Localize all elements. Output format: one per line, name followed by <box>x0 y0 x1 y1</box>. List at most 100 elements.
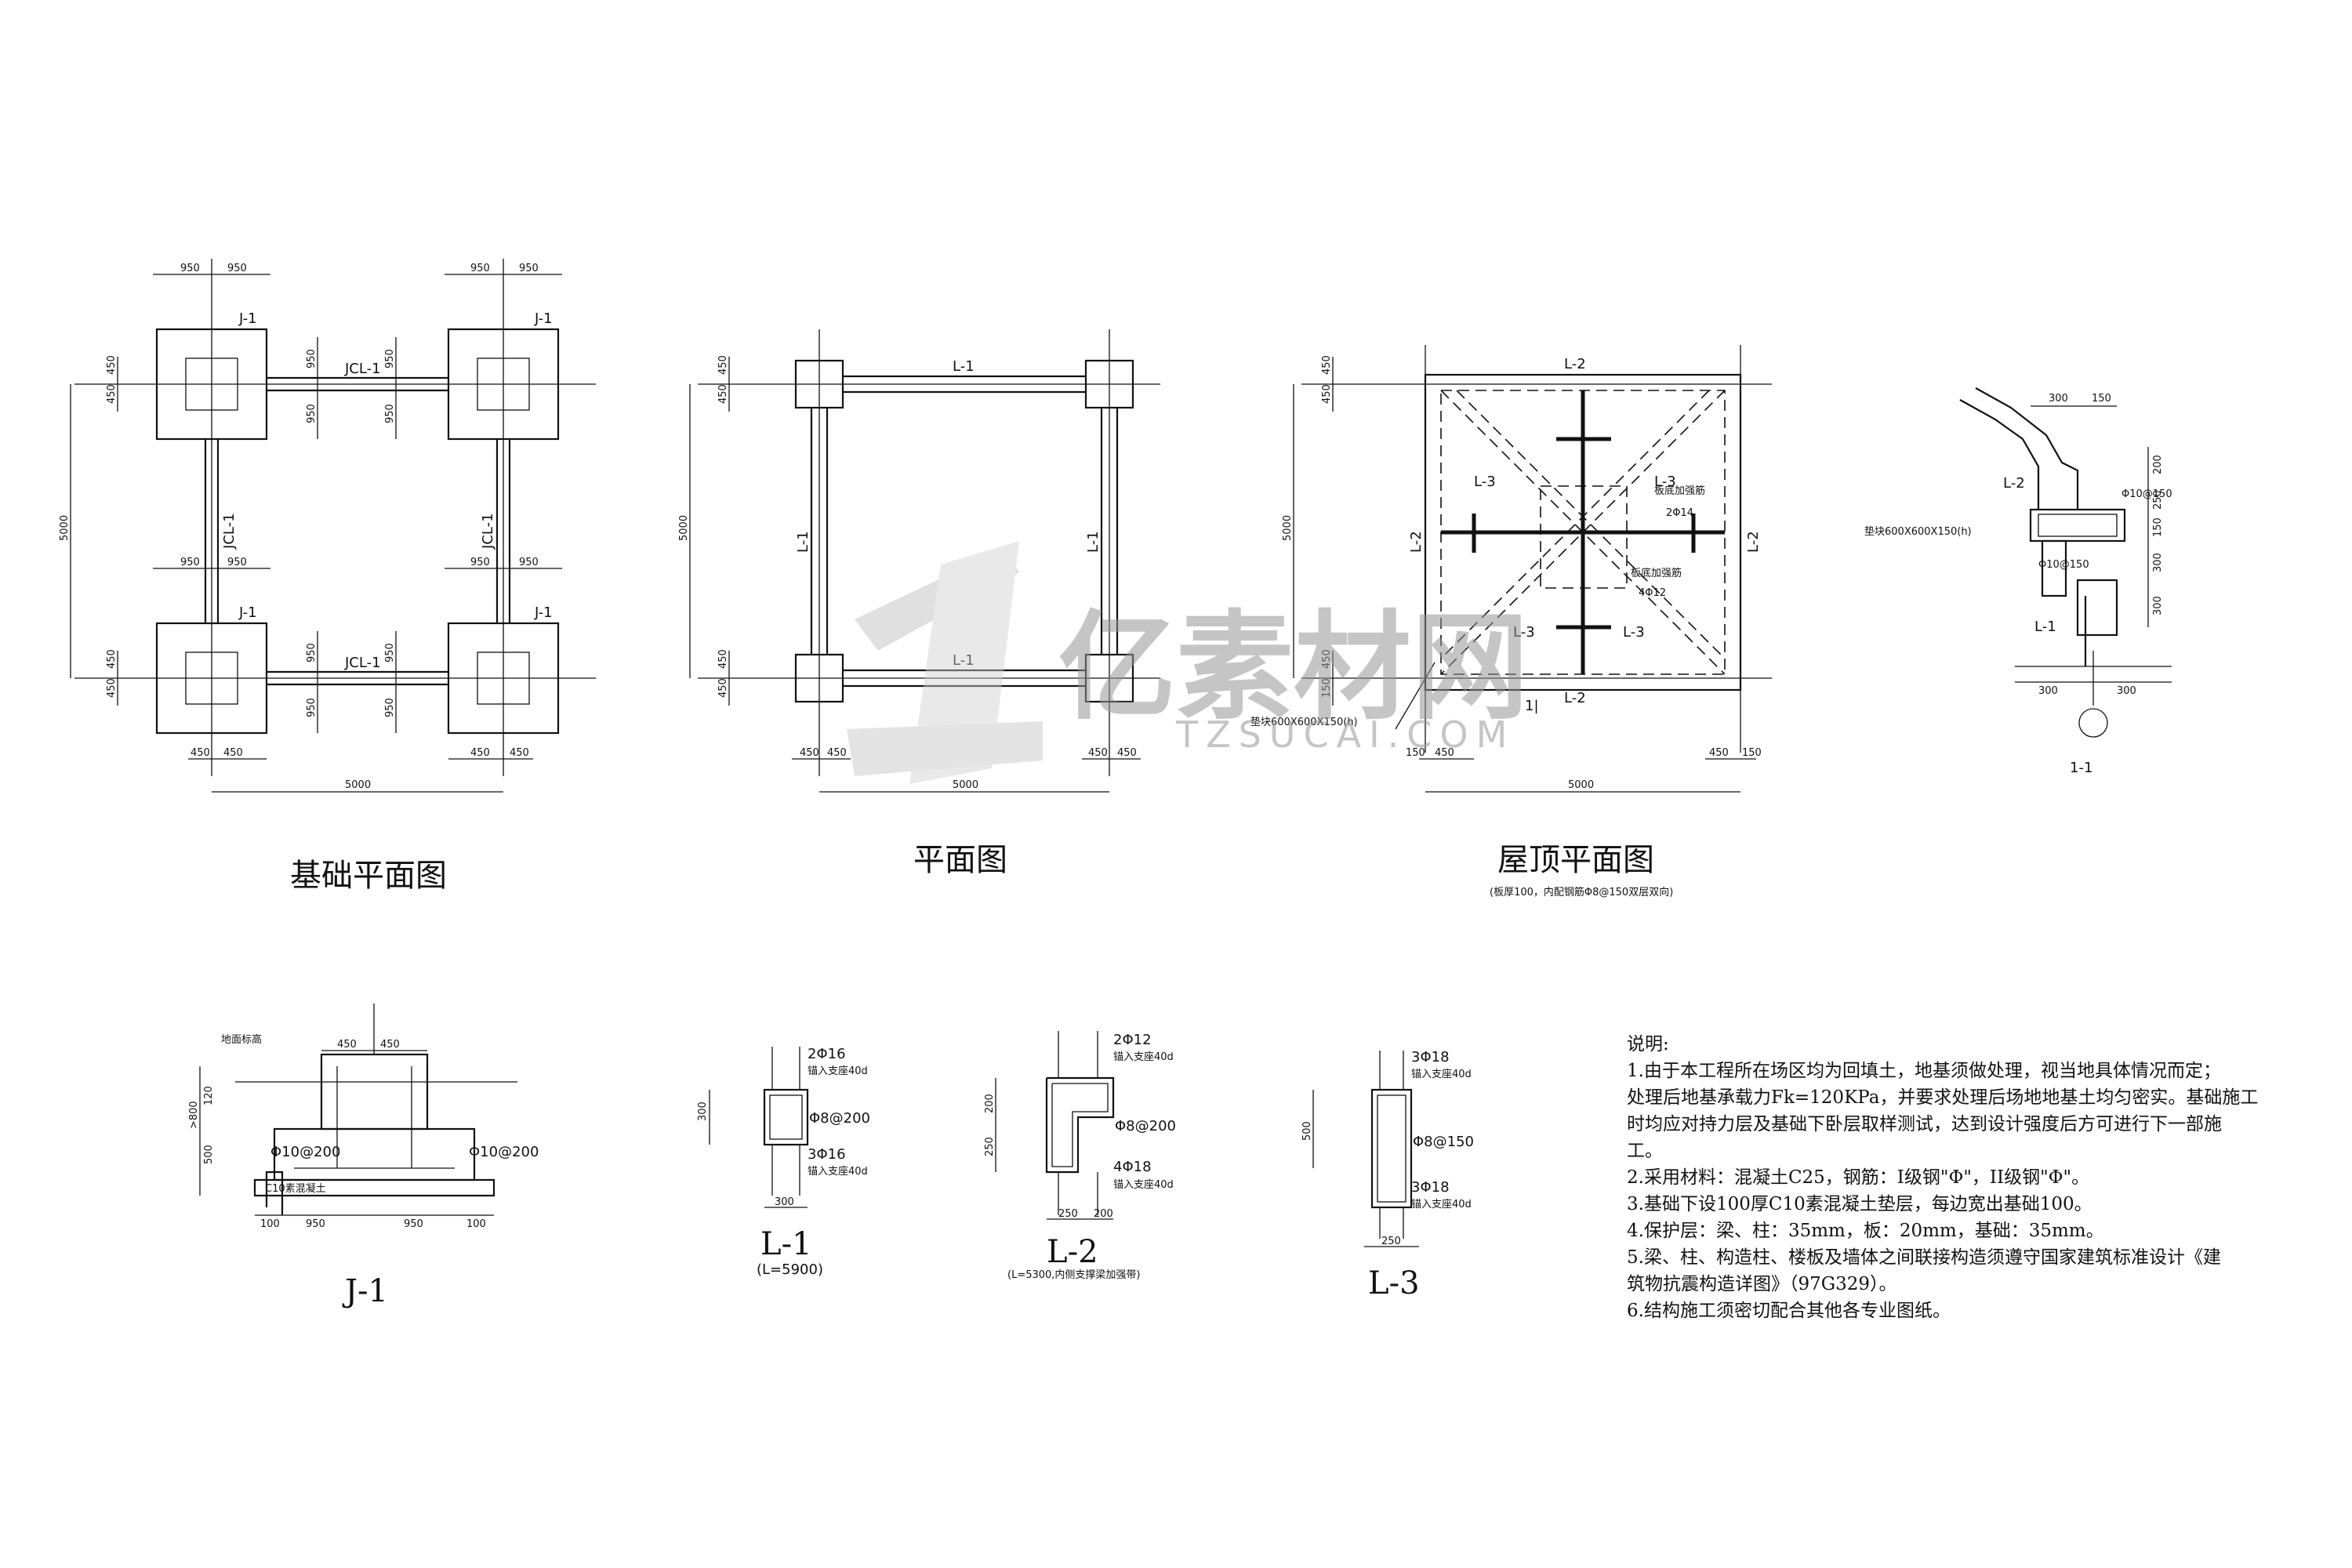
dim-text: 300 <box>775 1196 794 1208</box>
rebar-note: 2Φ16 <box>808 1046 846 1062</box>
rebar-note: 锚入支座40d <box>808 1065 868 1077</box>
cushion-note: 垫块600X600X150(h) <box>1864 525 1972 538</box>
title-j1: J-1 <box>342 1273 388 1309</box>
dim-text: 450 <box>470 747 490 759</box>
footing-label: J-1 <box>238 604 257 621</box>
l1-length: (L=5900) <box>757 1261 823 1278</box>
beam-label: JCL-1 <box>344 361 381 377</box>
rebar-note: Φ8@200 <box>809 1110 870 1127</box>
notes-heading: 说明: <box>1627 1034 1669 1054</box>
rebar-note: 板底加强筋 <box>1654 485 1705 497</box>
title-roof-plan: 屋顶平面图 <box>1497 842 1654 878</box>
watermark-logo-icon <box>847 541 1043 784</box>
dim-text: 300 <box>2038 685 2058 697</box>
dim-text: 450 <box>717 649 729 669</box>
design-notes: 说明: 1.由于本工程所在场区均为回填土，地基须做处理，视当地具体情况而定； 处… <box>1627 1031 2317 1324</box>
beam-label: L-3 <box>1474 474 1496 490</box>
dim-text: 450 <box>800 747 819 759</box>
floor-plan: 5000 450 450 450 450 450 450 450 450 500… <box>678 329 1160 878</box>
roof-plan: 5000 450 450 450 150 150 450 450 150 500… <box>1250 345 1772 898</box>
l2-length: (L=5300,内侧支撑梁加强带) <box>1007 1269 1141 1281</box>
rebar-note: Φ10@200 <box>270 1144 340 1160</box>
dim-text: 500 <box>1301 1121 1313 1141</box>
dim-text: 950 <box>306 643 318 662</box>
note-line: 6.结构施工须密切配合其他各专业图纸。 <box>1627 1301 1951 1321</box>
dim-text: 450 <box>1435 747 1454 759</box>
dim-text: 200 <box>1094 1208 1113 1220</box>
rebar-note: 锚入支座40d <box>1411 1069 1472 1080</box>
dim-text: 150 <box>1742 747 1762 759</box>
dim-text: 950 <box>384 698 396 717</box>
rebar-note: 板底加强筋 <box>1631 567 1682 579</box>
dim-text: 950 <box>470 263 490 274</box>
title-l1: L-1 <box>760 1226 812 1262</box>
watermark-subtext: TZSUCAI.COM <box>1176 713 1515 756</box>
dim-text: 200 <box>2152 455 2164 474</box>
footing-label: J-1 <box>534 310 553 327</box>
title-section: 1-1 <box>2070 760 2092 776</box>
dim-text: 450 <box>191 747 210 759</box>
l3-detail: 500 250 3Φ18 锚入支座40d Φ8@150 3Φ18 锚入支座40d… <box>1301 1049 1474 1301</box>
title-l3: L-3 <box>1368 1265 1420 1301</box>
beam-label: L-1 <box>1085 531 1102 553</box>
dim-text: 250 <box>984 1137 996 1156</box>
dim-text: 950 <box>519 263 539 274</box>
dim-text: 950 <box>306 349 318 368</box>
dim-text: 300 <box>2049 393 2068 405</box>
rebar-note: 4Φ12 <box>1639 587 1666 599</box>
rebar-note: 锚入支座40d <box>1411 1199 1472 1210</box>
dim-text: 5000 <box>678 515 690 541</box>
dim-text: 950 <box>519 557 539 568</box>
dim-text: 950 <box>180 557 200 568</box>
dim-text: 950 <box>470 557 490 568</box>
section-cut-mark: 1| <box>1525 698 1539 714</box>
dim-text: 300 <box>2152 553 2164 572</box>
title-plan: 平面图 <box>913 842 1007 878</box>
dim-text: 450 <box>1117 747 1137 759</box>
dim-text: 950 <box>306 698 318 717</box>
note-line: 工。 <box>1627 1141 1663 1161</box>
note-line: 5.梁、柱、构造柱、楼板及墙体之间联接构造须遵守国家建筑标准设计《建 <box>1627 1247 2221 1268</box>
rebar-note: 锚入支座40d <box>1113 1051 1174 1063</box>
dim-text: 450 <box>717 355 729 375</box>
dim-text: 150 <box>1321 678 1333 698</box>
rebar-note: 3Φ18 <box>1411 1179 1450 1196</box>
dim-text: 450 <box>717 678 729 698</box>
dim-text: 450 <box>1709 747 1729 759</box>
dim-text: 120 <box>203 1086 215 1105</box>
beam-label: L-1 <box>795 531 811 553</box>
rebar-note: 4Φ18 <box>1113 1159 1152 1175</box>
l1-detail: 300 300 2Φ16 锚入支座40d Φ8@200 3Φ16 锚入支座40d… <box>697 1046 870 1278</box>
dim-text: 950 <box>384 643 396 662</box>
dim-text: 450 <box>223 747 243 759</box>
dim-text: 150 <box>1406 747 1425 759</box>
ground-note: 地面标高 <box>221 1033 262 1046</box>
dim-text: 950 <box>306 1218 325 1230</box>
foundation-plan: 950 950 950 950 950 950 950 950 450 450 … <box>59 259 596 894</box>
dim-text: 300 <box>2152 596 2164 615</box>
beam-label: JCL-1 <box>344 655 381 671</box>
rebar-note: 锚入支座40d <box>808 1166 868 1178</box>
dim-text: 450 <box>1321 649 1333 669</box>
dim-text: 250 <box>2152 490 2164 510</box>
note-line: 4.保护层：梁、柱：35mm，板：20mm，基础：35mm。 <box>1627 1221 2104 1241</box>
beam-label: L-2 <box>1564 356 1586 372</box>
dim-text: 950 <box>404 1218 423 1230</box>
beam-label: L-1 <box>953 652 975 669</box>
dim-text: 450 <box>1321 384 1333 404</box>
note-line: 时均应对持力层及基础下卧层取样测试，达到设计强度后方可进行下一部施 <box>1627 1114 2222 1134</box>
dim-text: 5000 <box>1282 515 1294 541</box>
note-line: 2.采用材料：混凝土C25，钢筋：I级钢"Φ"，II级钢"Φ"。 <box>1627 1167 2090 1188</box>
beam-label: JCL-1 <box>221 513 238 550</box>
section-1-1: 300 150 300 300 200 250 150 300 300 L-2 … <box>1864 387 2172 776</box>
rebar-note: 锚入支座40d <box>1113 1179 1174 1191</box>
dim-text: 450 <box>717 384 729 404</box>
beam-label: L-2 <box>1564 690 1586 706</box>
dim-text: 950 <box>180 263 200 274</box>
dim-text: 450 <box>106 384 118 404</box>
note-line: 筑物抗震构造详图》（97G329）。 <box>1627 1274 1897 1294</box>
dim-text: 950 <box>384 404 396 423</box>
rebar-note: 3Φ16 <box>808 1146 846 1163</box>
beam-label: L-2 <box>2003 475 2025 492</box>
